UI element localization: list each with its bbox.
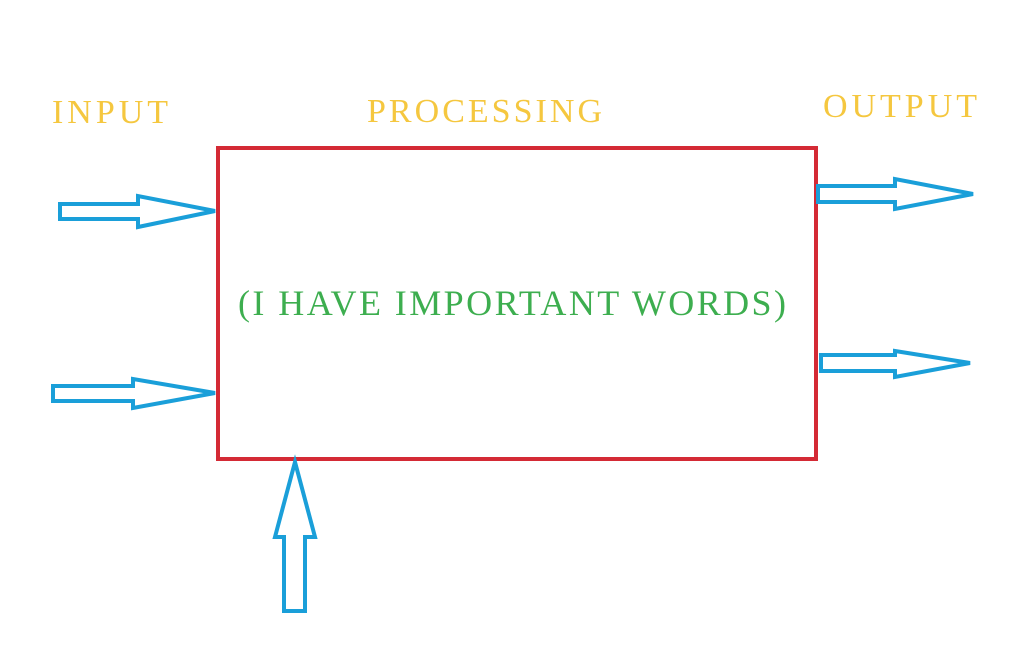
input-label: INPUT	[52, 94, 168, 131]
processing-label: PROCESSING	[367, 93, 602, 130]
input-arrow-2	[51, 376, 216, 411]
processing-box-text: (I HAVE IMPORTANT WORDS)	[238, 283, 786, 323]
control-arrow-up	[272, 454, 318, 613]
output-arrow-2	[819, 348, 971, 380]
input-arrow-1	[58, 193, 216, 230]
output-arrow-1	[816, 176, 974, 212]
output-label: OUTPUT	[823, 88, 977, 125]
processing-box	[216, 146, 818, 461]
